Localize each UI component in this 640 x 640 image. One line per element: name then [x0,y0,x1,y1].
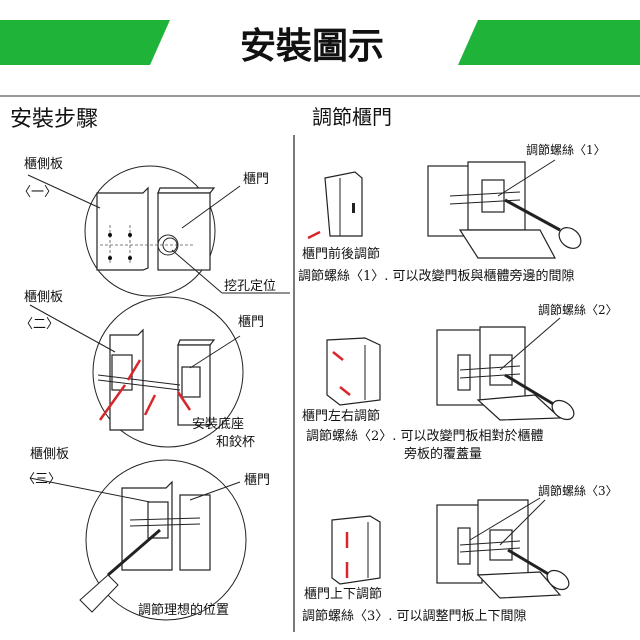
adj2-screw-label: 調節螺絲〈2〉 [538,302,618,317]
step2-note-line2: 和鉸杯 [216,434,255,450]
page-title: 安裝圖示 [240,25,384,67]
step2-side-panel-label: 櫃側板 [24,290,63,305]
step1-door-label: 櫃門 [243,172,269,187]
adj1-hinge-illustration [427,159,582,259]
adj1-screw-label: 調節螺絲〈1〉 [526,142,606,157]
adj1-cabinet-illustration [307,171,363,240]
adj3-cabinet-illustration [331,515,381,585]
step2-number: 〈二〉 [20,317,59,332]
right-heading: 調節櫃門 [312,105,392,129]
step1-note: 挖孔定位 [224,279,276,294]
step2-illustration [29,296,244,448]
step3-side-panel-label: 櫃側板 [30,447,69,462]
adj3-caption: 櫃門上下調節 [304,587,382,602]
adj2-hinge-illustration [436,317,575,421]
step1-side-panel-label: 櫃側板 [24,157,63,172]
step2-door-label: 櫃門 [238,315,264,330]
adj2-cabinet-illustration [326,337,381,406]
adj2-description-line2: 旁板的覆蓋量 [404,446,482,462]
step3-number: 〈三〉 [22,472,61,487]
step1-number: 〈一〉 [18,185,57,200]
adj1-caption: 櫃門前後調節 [302,246,380,262]
step3-illustration [29,459,247,621]
step3-note: 調節理想的位置 [138,602,229,618]
adj3-hinge-illustration [436,497,570,599]
adj2-caption: 櫃門左右調節 [302,409,380,424]
step3-door-label: 櫃門 [244,473,270,488]
adj3-description: 調節螺絲〈3〉. 可以調整門板上下間隙 [302,609,527,624]
adj1-description: 調節螺絲〈1〉. 可以改變門板與櫃體旁邊的間隙 [298,268,575,284]
step1-illustration [27,165,290,297]
right-green-banner [458,20,640,65]
left-green-banner [0,20,170,65]
step2-note-line1: 安裝底座 [192,416,244,432]
left-heading: 安裝步驟 [10,107,98,132]
adj2-description-line1: 調節螺絲〈2〉. 可以改變門板相對於櫃體 [306,428,544,444]
adj3-screw-label: 調節螺絲〈3〉 [538,483,618,498]
